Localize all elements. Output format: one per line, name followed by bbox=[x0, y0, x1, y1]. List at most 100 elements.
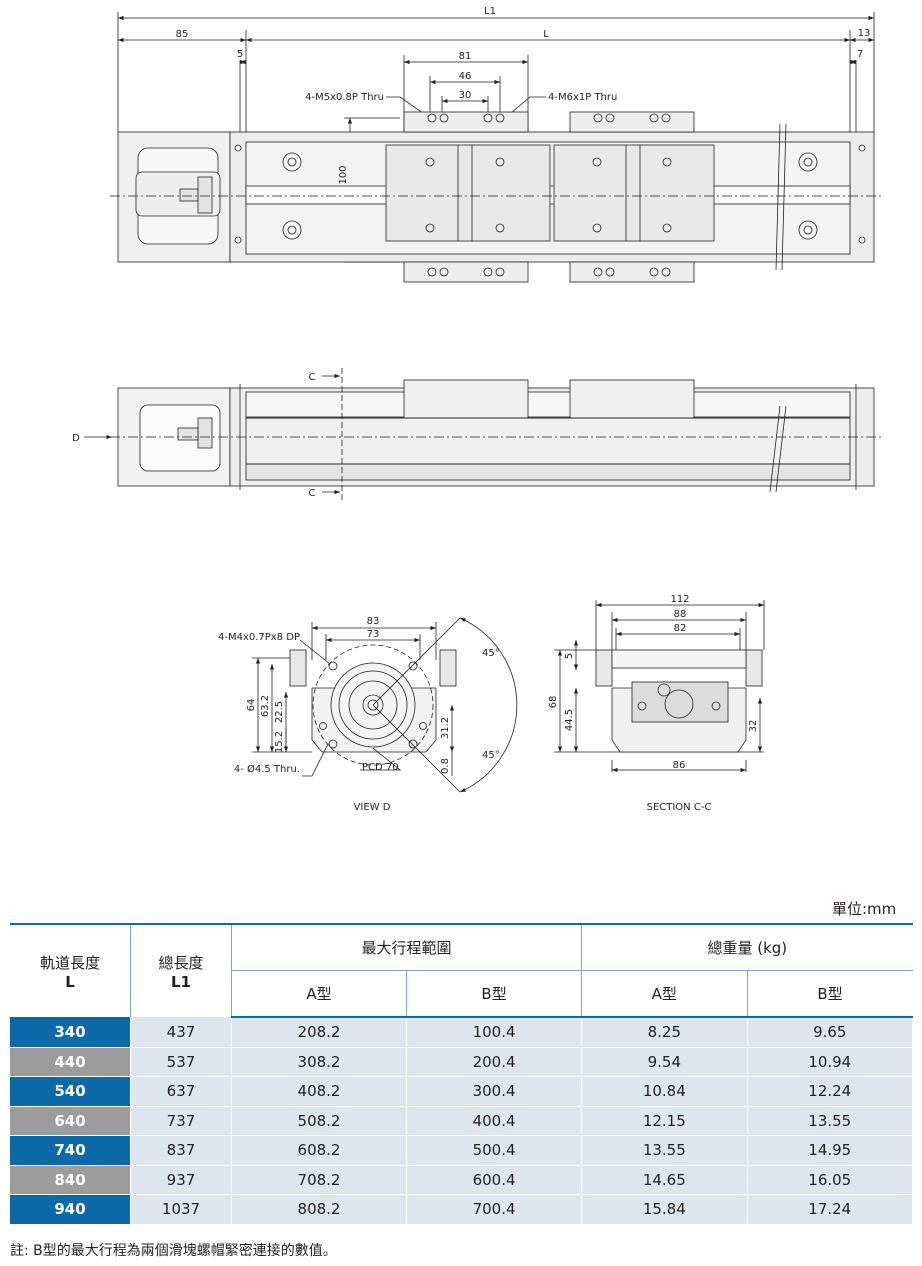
angle-45-bottom: 45° bbox=[482, 750, 500, 761]
cell-stroke-a: 808.2 bbox=[231, 1194, 408, 1225]
cell-stroke-b: 200.4 bbox=[406, 1047, 583, 1077]
side-view bbox=[84, 368, 884, 500]
dim-7: 7 bbox=[857, 49, 863, 60]
header-total-text: 總長度 bbox=[158, 953, 204, 972]
side-view-labels: C C D bbox=[72, 372, 315, 499]
dim-31-2: 31.2 bbox=[440, 717, 451, 739]
header-rail-symbol: L bbox=[65, 972, 75, 991]
cell-weight-a: 15.84 bbox=[581, 1194, 748, 1225]
cell-total-length: 937 bbox=[130, 1165, 232, 1195]
cell-total-length: 637 bbox=[130, 1076, 232, 1107]
dim-81: 81 bbox=[459, 51, 472, 62]
table-row: 640 737 508.2 400.4 12.15 13.55 bbox=[10, 1106, 914, 1136]
cell-weight-b: 17.24 bbox=[747, 1194, 914, 1225]
cell-stroke-b: 100.4 bbox=[406, 1017, 583, 1048]
cell-rail-length: 340 bbox=[10, 1017, 131, 1048]
cell-rail-length: 640 bbox=[10, 1106, 131, 1136]
footnote: 註: B型的最大行程為兩個滑塊螺帽緊密連接的數值。 bbox=[10, 1243, 337, 1259]
header-rail-length: 軌道長度 L bbox=[10, 923, 131, 1017]
header-total-symbol: L1 bbox=[171, 972, 191, 991]
dim-5-cc: 5 bbox=[564, 653, 575, 659]
technical-drawing: L1 L 85 13 5 7 81 46 30 100 4-M5x0.8P Th… bbox=[72, 6, 884, 813]
header-stroke-a: A型 bbox=[231, 970, 408, 1018]
note-m4-tap: 4-M4x0.7Px8 DP bbox=[218, 632, 300, 643]
cell-stroke-a: 608.2 bbox=[231, 1135, 408, 1166]
view-d-label: D bbox=[72, 433, 80, 444]
cell-stroke-b: 600.4 bbox=[406, 1165, 583, 1195]
dim-22-5: 22.5 bbox=[274, 701, 285, 723]
cell-rail-length: 440 bbox=[10, 1047, 131, 1077]
cell-total-length: 837 bbox=[130, 1135, 232, 1166]
dim-82: 82 bbox=[674, 623, 687, 634]
cell-weight-b: 9.65 bbox=[747, 1017, 914, 1048]
cell-stroke-b: 400.4 bbox=[406, 1106, 583, 1136]
cell-stroke-b: 500.4 bbox=[406, 1135, 583, 1166]
dim-88: 88 bbox=[674, 609, 687, 620]
section-cc-caption: SECTION C-C bbox=[647, 802, 712, 813]
dim-83: 83 bbox=[367, 616, 380, 627]
section-c-bottom-label: C bbox=[309, 488, 316, 499]
dim-15-2: 15.2 bbox=[274, 731, 285, 753]
view-d bbox=[252, 617, 518, 793]
table-row: 340 437 208.2 100.4 8.25 9.65 bbox=[10, 1017, 914, 1048]
cell-stroke-a: 708.2 bbox=[231, 1165, 408, 1195]
header-rail-text: 軌道長度 bbox=[39, 953, 100, 972]
cell-weight-b: 14.95 bbox=[747, 1135, 914, 1166]
cell-stroke-a: 208.2 bbox=[231, 1017, 408, 1048]
dim-32: 32 bbox=[748, 720, 759, 733]
cell-weight-b: 12.24 bbox=[747, 1076, 914, 1107]
cell-stroke-a: 308.2 bbox=[231, 1047, 408, 1077]
cell-total-length: 537 bbox=[130, 1047, 232, 1077]
dim-5: 5 bbox=[237, 49, 243, 60]
cell-weight-a: 9.54 bbox=[581, 1047, 748, 1077]
header-weight: 總重量 (kg) bbox=[581, 923, 913, 971]
section-cc-labels: 112 88 82 5 68 44.5 32 86 SECTION C-C bbox=[548, 594, 759, 813]
top-view-labels: L1 L 85 13 5 7 81 46 30 100 4-M5x0.8P Th… bbox=[176, 6, 871, 185]
cell-stroke-b: 700.4 bbox=[406, 1194, 583, 1225]
spec-table: 軌道長度 L 總長度 L1 最大行程範圍 總重量 (kg) A型 B型 A型 B… bbox=[10, 923, 914, 1225]
dim-63-2: 63.2 bbox=[260, 695, 271, 717]
dim-30: 30 bbox=[459, 90, 472, 101]
note-pcd-70: PCD 70 bbox=[362, 762, 399, 773]
note-m5-thru: 4-M5x0.8P Thru bbox=[305, 92, 384, 103]
table-row: 840 937 708.2 600.4 14.65 16.05 bbox=[10, 1165, 914, 1195]
cell-weight-a: 12.15 bbox=[581, 1106, 748, 1136]
cell-weight-a: 13.55 bbox=[581, 1135, 748, 1166]
dim-0-8: 0.8 bbox=[440, 758, 451, 774]
cell-weight-b: 10.94 bbox=[747, 1047, 914, 1077]
dim-100: 100 bbox=[338, 165, 349, 184]
table-row: 540 637 408.2 300.4 10.84 12.24 bbox=[10, 1076, 914, 1107]
cell-stroke-b: 300.4 bbox=[406, 1076, 583, 1107]
cell-weight-a: 14.65 bbox=[581, 1165, 748, 1195]
dim-64: 64 bbox=[246, 699, 257, 712]
cell-weight-a: 8.25 bbox=[581, 1017, 748, 1048]
cell-total-length: 1037 bbox=[130, 1194, 232, 1225]
header-stroke-b: B型 bbox=[406, 970, 583, 1018]
unit-label: 單位:mm bbox=[832, 900, 897, 918]
dim-44-5: 44.5 bbox=[564, 709, 575, 731]
cell-weight-b: 16.05 bbox=[747, 1165, 914, 1195]
view-d-caption: VIEW D bbox=[354, 802, 391, 813]
view-d-labels: 83 73 64 63.2 22.5 15.2 31.2 0.8 45° 45°… bbox=[218, 616, 500, 813]
note-4-5-thru: 4- Ø4.5 Thru. bbox=[234, 763, 300, 775]
dim-13: 13 bbox=[858, 28, 871, 39]
cell-weight-b: 13.55 bbox=[747, 1106, 914, 1136]
cell-rail-length: 840 bbox=[10, 1165, 131, 1195]
dim-l1: L1 bbox=[484, 6, 496, 17]
section-cc bbox=[554, 600, 765, 773]
header-stroke: 最大行程範圍 bbox=[231, 923, 583, 971]
cell-rail-length: 940 bbox=[10, 1194, 131, 1225]
cell-rail-length: 740 bbox=[10, 1135, 131, 1166]
cell-stroke-a: 408.2 bbox=[231, 1076, 408, 1107]
cell-stroke-a: 508.2 bbox=[231, 1106, 408, 1136]
note-m6-thru: 4-M6x1P Thru bbox=[548, 92, 617, 103]
cell-total-length: 737 bbox=[130, 1106, 232, 1136]
header-weight-b: B型 bbox=[747, 970, 913, 1018]
angle-45-top: 45° bbox=[482, 648, 500, 659]
dim-68: 68 bbox=[548, 696, 559, 709]
dim-l: L bbox=[543, 29, 549, 40]
dim-86: 86 bbox=[673, 760, 686, 771]
dim-46: 46 bbox=[459, 71, 472, 82]
table-row: 740 837 608.2 500.4 13.55 14.95 bbox=[10, 1135, 914, 1166]
top-view bbox=[110, 12, 884, 283]
